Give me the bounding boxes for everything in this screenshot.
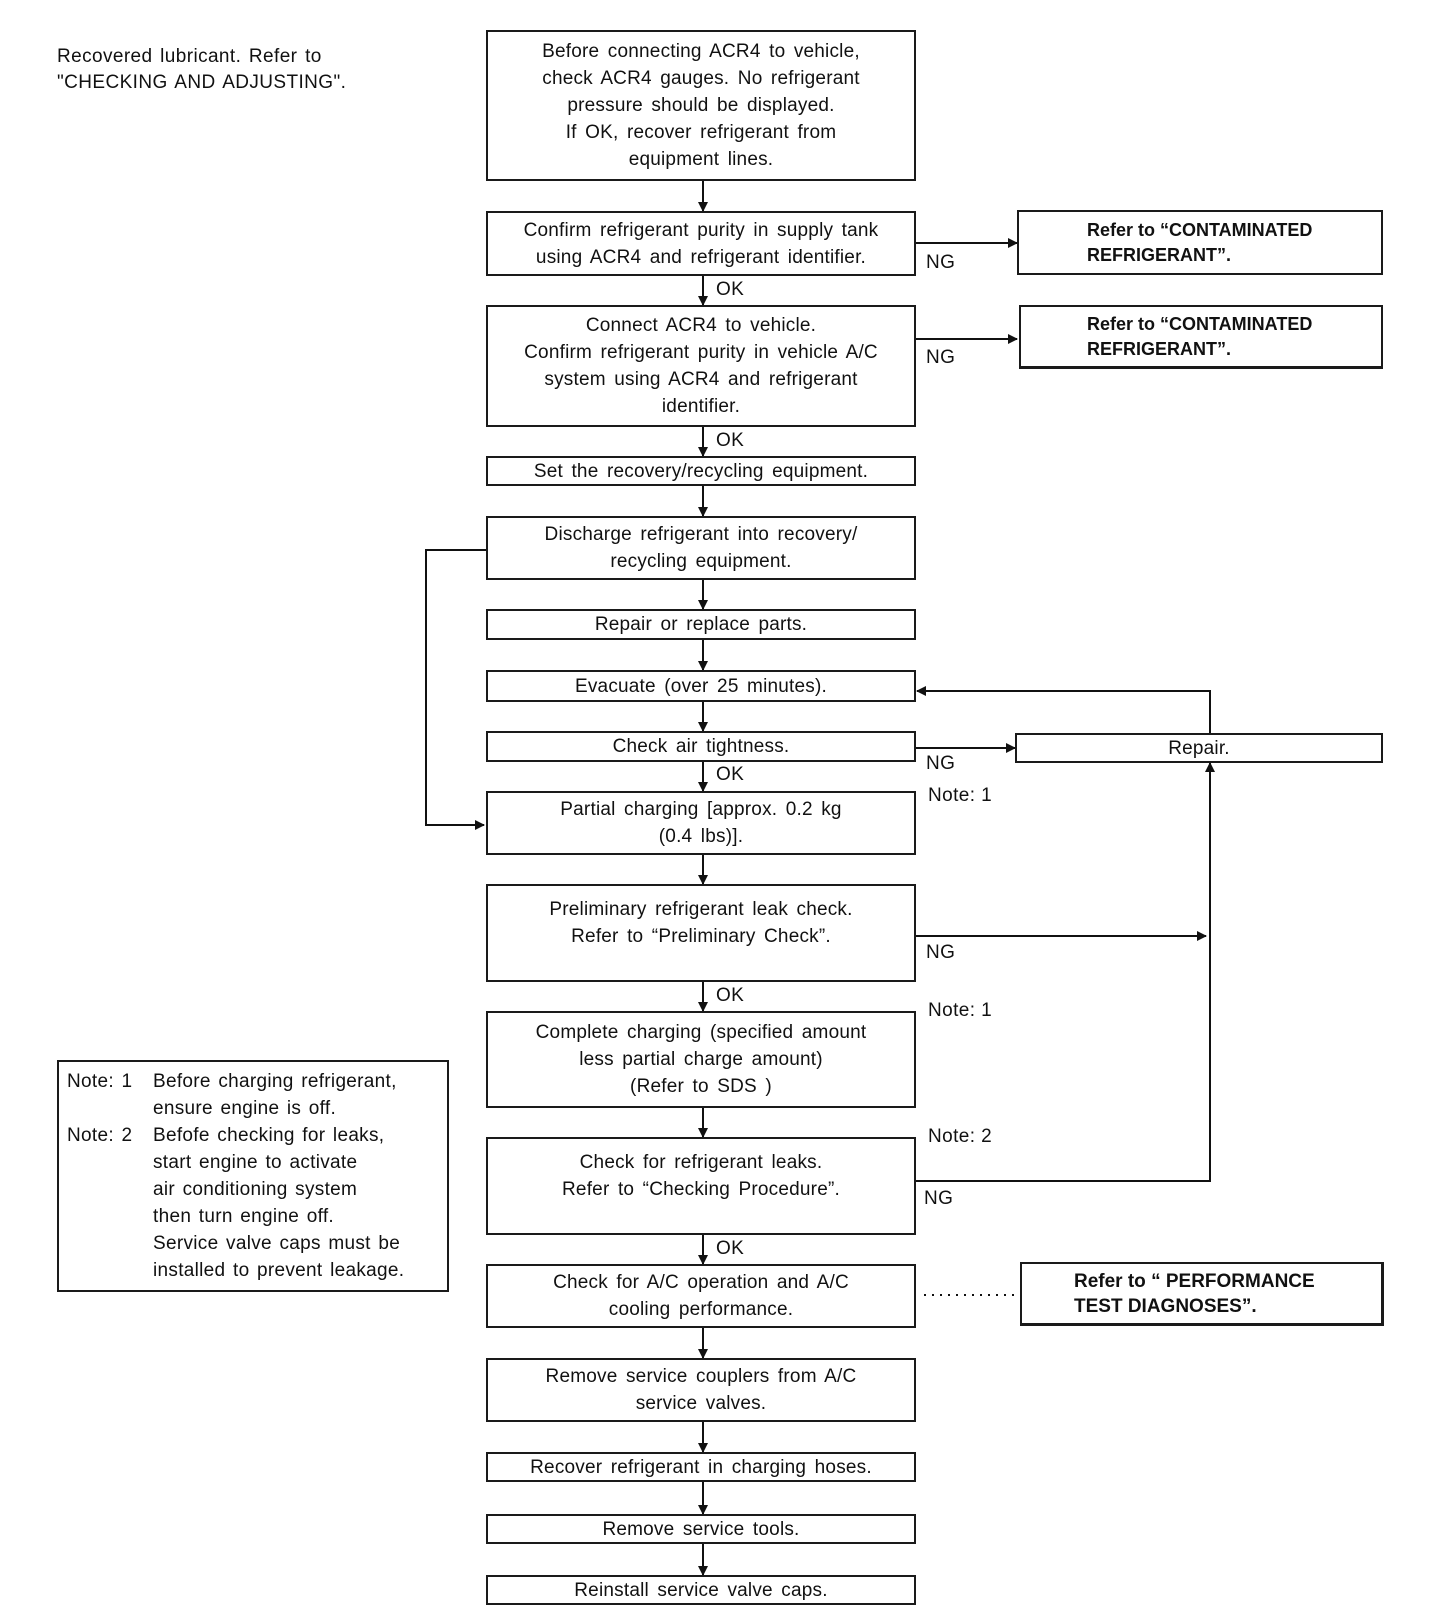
note-ref-label: Note: 2 (928, 1126, 993, 1147)
notes-legend: Note: 1 Before charging refrigerant, ens… (57, 1060, 449, 1292)
ok-label: OK (716, 279, 745, 300)
line-s12-repair (915, 762, 1215, 1182)
step-confirm-supply-purity: Confirm refrigerant purity in supply tan… (486, 211, 916, 276)
side-contaminated-1: Refer to “CONTAMINATED REFRIGERANT”. (1017, 210, 1383, 275)
note-text: Before charging refrigerant, ensure engi… (153, 1071, 397, 1119)
step-repair-replace-parts: Repair or replace parts. (486, 609, 916, 640)
note-text: Befofe checking for leaks, start engine … (153, 1125, 405, 1281)
side-repair: Repair. (1015, 733, 1383, 763)
step-recover-hoses: Recover refrigerant in charging hoses. (486, 1452, 916, 1482)
line-s5-s9-bypass (425, 549, 486, 830)
step-partial-charging: Partial charging [approx. 0.2 kg (0.4 lb… (486, 791, 916, 855)
ng-label: NG (926, 753, 956, 774)
step-remove-tools: Remove service tools. (486, 1514, 916, 1544)
step-check-refrigerant-leaks: Check for refrigerant leaks. Refer to “C… (486, 1137, 916, 1235)
note-2: Note: 2 Befofe checking for leaks, start… (67, 1122, 447, 1284)
ok-label: OK (716, 1238, 745, 1259)
step-check-air-tightness: Check air tightness. (486, 731, 916, 762)
note-ref-label: Note: 1 (928, 785, 993, 806)
note-key: Note: 2 (67, 1125, 133, 1146)
step-remove-couplers: Remove service couplers from A/C service… (486, 1358, 916, 1422)
step-discharge-refrigerant: Discharge refrigerant into recovery/ rec… (486, 516, 916, 580)
step-complete-charging: Complete charging (specified amount less… (486, 1011, 916, 1108)
line-repair-evacuate (916, 686, 1211, 733)
ng-label: NG (924, 1188, 954, 1209)
step-check-ac-operation: Check for A/C operation and A/C cooling … (486, 1264, 916, 1328)
step-reinstall-caps: Reinstall service valve caps. (486, 1575, 916, 1605)
step-preliminary-leak-check: Preliminary refrigerant leak check. Refe… (486, 884, 916, 982)
ng-label: NG (926, 347, 956, 368)
ng-label: NG (926, 942, 956, 963)
step-set-equipment: Set the recovery/recycling equipment. (486, 456, 916, 486)
ok-label: OK (716, 985, 745, 1006)
note-ref-label: Note: 1 (928, 1000, 993, 1021)
step-evacuate: Evacuate (over 25 minutes). (486, 670, 916, 702)
ok-label: OK (716, 764, 745, 785)
side-contaminated-2: Refer to “CONTAMINATED REFRIGERANT”. (1019, 305, 1383, 369)
note-1: Note: 1 Before charging refrigerant, ens… (67, 1068, 447, 1122)
note-key: Note: 1 (67, 1071, 133, 1092)
intro-note: Recovered lubricant. Refer to "CHECKING … (57, 46, 347, 93)
step-check-acr4-gauges: Before connecting ACR4 to vehicle, check… (486, 30, 916, 181)
side-performance: Refer to “ PERFORMANCE TEST DIAGNOSES”. (1020, 1262, 1384, 1326)
ok-label: OK (716, 430, 745, 451)
step-connect-acr4: Connect ACR4 to vehicle. Confirm refrige… (486, 305, 916, 427)
ng-label: NG (926, 252, 956, 273)
